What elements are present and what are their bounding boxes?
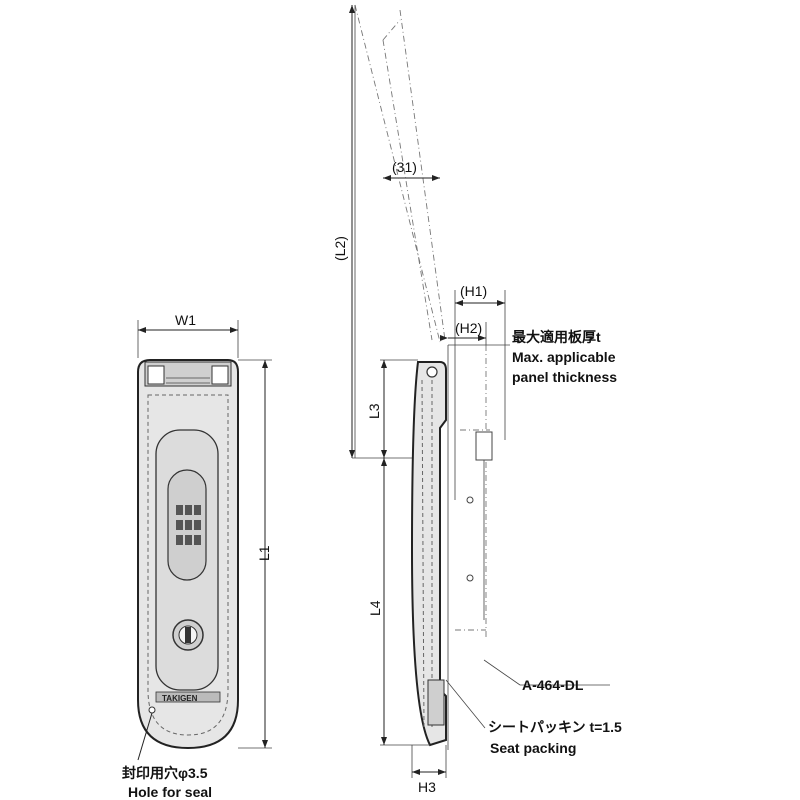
combination-dials xyxy=(176,505,201,545)
l1-label: L1 xyxy=(256,545,272,561)
seal-hole-note-en: Hole for seal xyxy=(128,784,212,800)
seal-hole xyxy=(148,706,156,714)
part-number-note: A-464-DL xyxy=(522,677,584,693)
brand-label: TAKIGEN xyxy=(162,694,198,703)
h3-label: H3 xyxy=(418,779,436,795)
front-view: W1 TAKIGEN xyxy=(122,312,272,800)
seat-packing-jp: シートパッキン t=1.5 xyxy=(488,719,622,735)
d31-label: (31) xyxy=(392,159,417,175)
l2-label: (L2) xyxy=(332,236,348,261)
l3-label: L3 xyxy=(366,403,382,419)
latch-body-side xyxy=(410,361,447,747)
h1-label: (H1) xyxy=(460,283,487,299)
seal-hole-note-jp: 封印用穴φ3.5 xyxy=(122,765,208,781)
h2-label: (H2) xyxy=(455,320,482,336)
max-thickness-en-2: panel thickness xyxy=(512,369,617,385)
max-thickness-en-1: Max. applicable xyxy=(512,349,616,365)
max-thickness-jp: 最大適用板厚t xyxy=(512,329,601,345)
seat-packing-en: Seat packing xyxy=(490,740,576,756)
l4-label: L4 xyxy=(367,600,383,616)
side-view: (L2) (31) (H1) (H xyxy=(332,4,622,795)
w1-label: W1 xyxy=(175,312,196,328)
